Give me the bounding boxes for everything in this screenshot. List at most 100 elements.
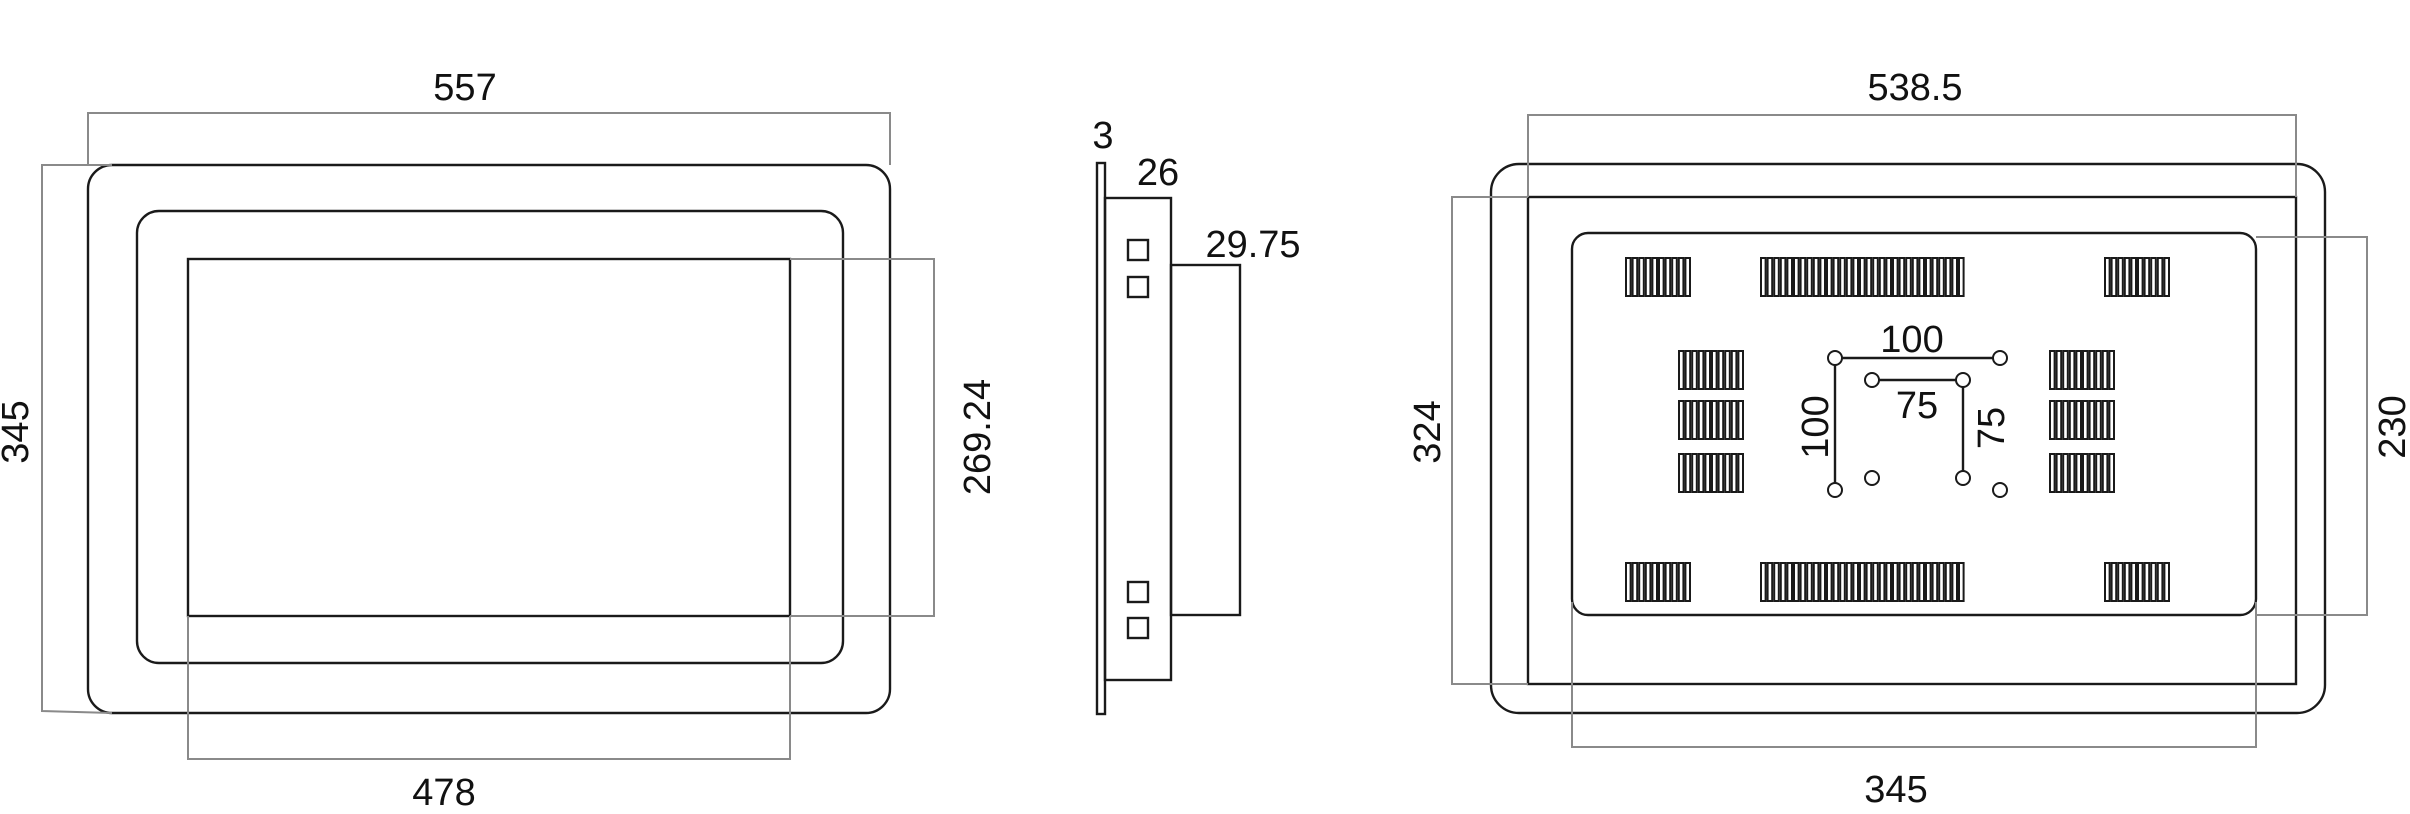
vent-slot <box>1704 350 1712 390</box>
dim-line-front-width <box>87 112 891 165</box>
vent-slot <box>1691 453 1698 493</box>
vent-slot <box>1697 400 1705 440</box>
label-plate-height: 230 <box>2372 395 2410 458</box>
vent-slot <box>1819 257 1827 297</box>
vent-slot <box>1730 350 1738 390</box>
vent-slot <box>2143 562 2151 602</box>
vent-slot <box>2082 453 2089 493</box>
vent-slot <box>2088 350 2096 390</box>
vent-slot <box>1905 257 1912 297</box>
vent-slot <box>2143 257 2151 297</box>
vent-slot <box>2156 257 2164 297</box>
vent-slot <box>1678 400 1685 440</box>
vent-slot <box>1925 257 1932 297</box>
vent-slot <box>1773 257 1780 297</box>
vent-slot <box>2049 453 2056 493</box>
vent-slot <box>1779 562 1787 602</box>
vent-slot <box>1766 562 1774 602</box>
vent-slot <box>1892 562 1899 602</box>
vent-slot <box>1684 350 1692 390</box>
vent-slot <box>1865 257 1873 297</box>
vent-slot <box>1812 257 1820 297</box>
vent-slot <box>1664 562 1672 602</box>
vent-slot <box>1711 350 1718 390</box>
vent-slot <box>1885 257 1893 297</box>
vent-slot <box>1812 562 1820 602</box>
vent-slot <box>2101 453 2109 493</box>
label-housing-depth: 29.75 <box>1205 224 1300 266</box>
vent-slot <box>2104 562 2111 602</box>
vent-slot <box>1737 453 1745 493</box>
label-front-width: 557 <box>433 67 496 109</box>
vesa-mount-pattern: 100 100 75 75 <box>1795 319 2013 498</box>
vesa-hole-100-br <box>1992 482 2008 498</box>
label-rear-inner-height: 324 <box>1407 400 1449 463</box>
vent-slot <box>2095 400 2102 440</box>
vent-slot <box>2049 400 2056 440</box>
vesa-hole-75-tl <box>1864 372 1880 388</box>
vent-slot <box>1724 400 1731 440</box>
front-bezel <box>135 209 845 665</box>
label-vesa-inner-vertical: 75 <box>1971 407 2013 449</box>
vent-slot <box>1717 400 1725 440</box>
vent-slot <box>1638 562 1645 602</box>
vent-slot <box>2049 350 2056 390</box>
label-vesa-outer-horizontal: 100 <box>1880 319 1943 361</box>
vent-slot <box>1760 257 1767 297</box>
vent-slot <box>2095 453 2102 493</box>
vent-slot <box>2108 350 2115 390</box>
vent-slot <box>1625 257 1632 297</box>
vent-slot <box>1872 257 1879 297</box>
vent-slot <box>2130 562 2137 602</box>
vent-slot <box>1711 453 1718 493</box>
side-port-2 <box>1126 275 1150 299</box>
vent-slot <box>1760 562 1767 602</box>
vent-slot <box>1678 350 1685 390</box>
vent-group-bottom-right <box>2104 562 2170 602</box>
vent-group-top-center <box>1760 257 1965 297</box>
vent-slot <box>2075 453 2082 493</box>
vent-slot <box>1925 562 1932 602</box>
vent-slot <box>1951 562 1959 602</box>
vent-slot <box>1664 257 1672 297</box>
vent-slot <box>1819 562 1827 602</box>
vent-slot <box>1724 453 1731 493</box>
vent-slot <box>1852 562 1860 602</box>
label-rear-width: 538.5 <box>1867 67 1962 109</box>
vent-slot <box>1651 562 1659 602</box>
vent-slot <box>1671 562 1678 602</box>
vent-slot <box>1885 562 1893 602</box>
label-bezel-depth: 26 <box>1137 152 1179 194</box>
vent-slot <box>1799 562 1807 602</box>
vent-slot <box>1786 257 1794 297</box>
vent-group-right-row-1 <box>2049 350 2115 390</box>
vent-slot <box>2117 562 2124 602</box>
vent-slot <box>2068 453 2076 493</box>
vent-slot <box>1911 257 1919 297</box>
vent-slot <box>1931 562 1939 602</box>
vent-group-right-row-2 <box>2049 400 2115 440</box>
vent-slot <box>1951 257 1959 297</box>
front-view: 557 345 269.24 478 <box>0 67 999 814</box>
vent-slot <box>2101 350 2109 390</box>
vent-slot <box>1737 350 1745 390</box>
vent-slot <box>1905 562 1912 602</box>
side-view: 3 26 29.75 <box>1092 115 1301 716</box>
vent-slot <box>2108 400 2115 440</box>
vent-slot <box>1724 350 1731 390</box>
vent-slot <box>1839 562 1846 602</box>
vent-slot <box>2075 350 2082 390</box>
vent-slot <box>1859 562 1866 602</box>
vent-group-left-row-2 <box>1678 400 1745 440</box>
vent-slot <box>1697 453 1705 493</box>
dim-line-screen-height <box>790 258 935 617</box>
vent-slot <box>2123 257 2131 297</box>
vent-slot <box>1826 257 1833 297</box>
vent-group-top-right <box>2104 257 2170 297</box>
vent-slot <box>1644 562 1652 602</box>
label-panel-thickness: 3 <box>1092 115 1113 157</box>
vent-slot <box>1704 453 1712 493</box>
vent-slot <box>1806 257 1813 297</box>
vent-slot <box>1717 350 1725 390</box>
